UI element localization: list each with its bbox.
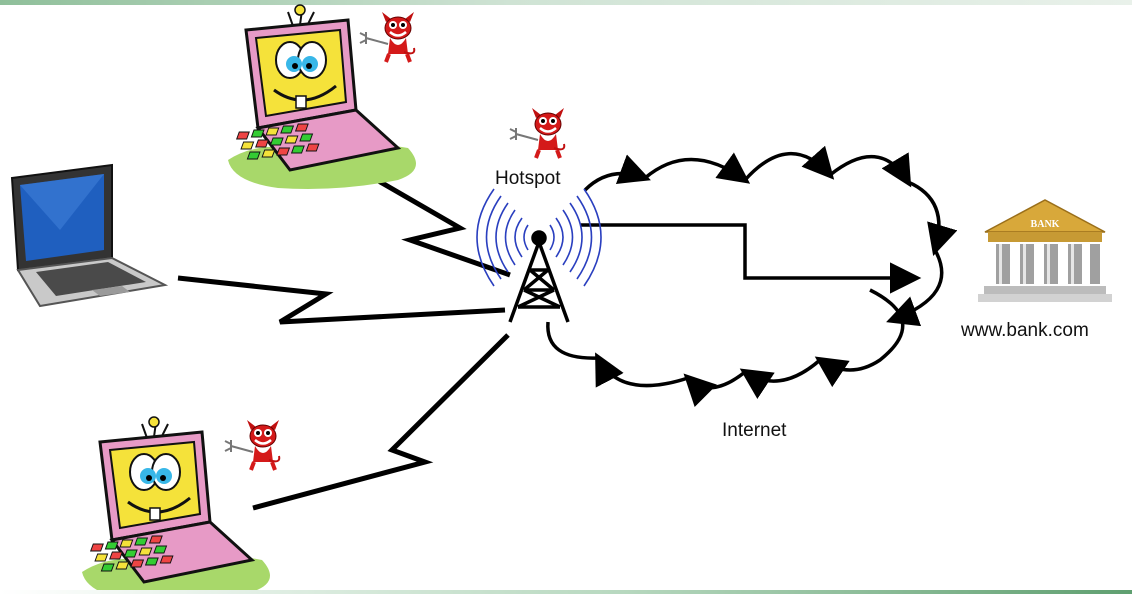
route-line — [580, 223, 922, 294]
internet-cloud — [546, 145, 958, 407]
radio-waves-icon — [476, 188, 602, 287]
link-legit-laptop — [177, 275, 506, 325]
devil-icon — [508, 106, 567, 160]
bottom-accent-bar — [0, 590, 1132, 594]
top-accent-bar — [0, 0, 1132, 5]
internet-label: Internet — [722, 420, 787, 441]
bank-building-icon: BANK — [978, 199, 1112, 302]
rogue-laptop-bottom — [80, 415, 272, 594]
antenna-tower-icon — [508, 230, 570, 323]
devil-icon — [358, 10, 417, 64]
devil-icon — [223, 418, 282, 472]
link-rogue-bottom — [252, 333, 510, 511]
bank-sign: BANK — [1031, 219, 1060, 230]
link-rogue-top — [354, 165, 511, 278]
hotspot-label: Hotspot — [495, 168, 561, 189]
bank-url-label: www.bank.com — [961, 320, 1089, 341]
laptop-icon — [10, 163, 169, 308]
